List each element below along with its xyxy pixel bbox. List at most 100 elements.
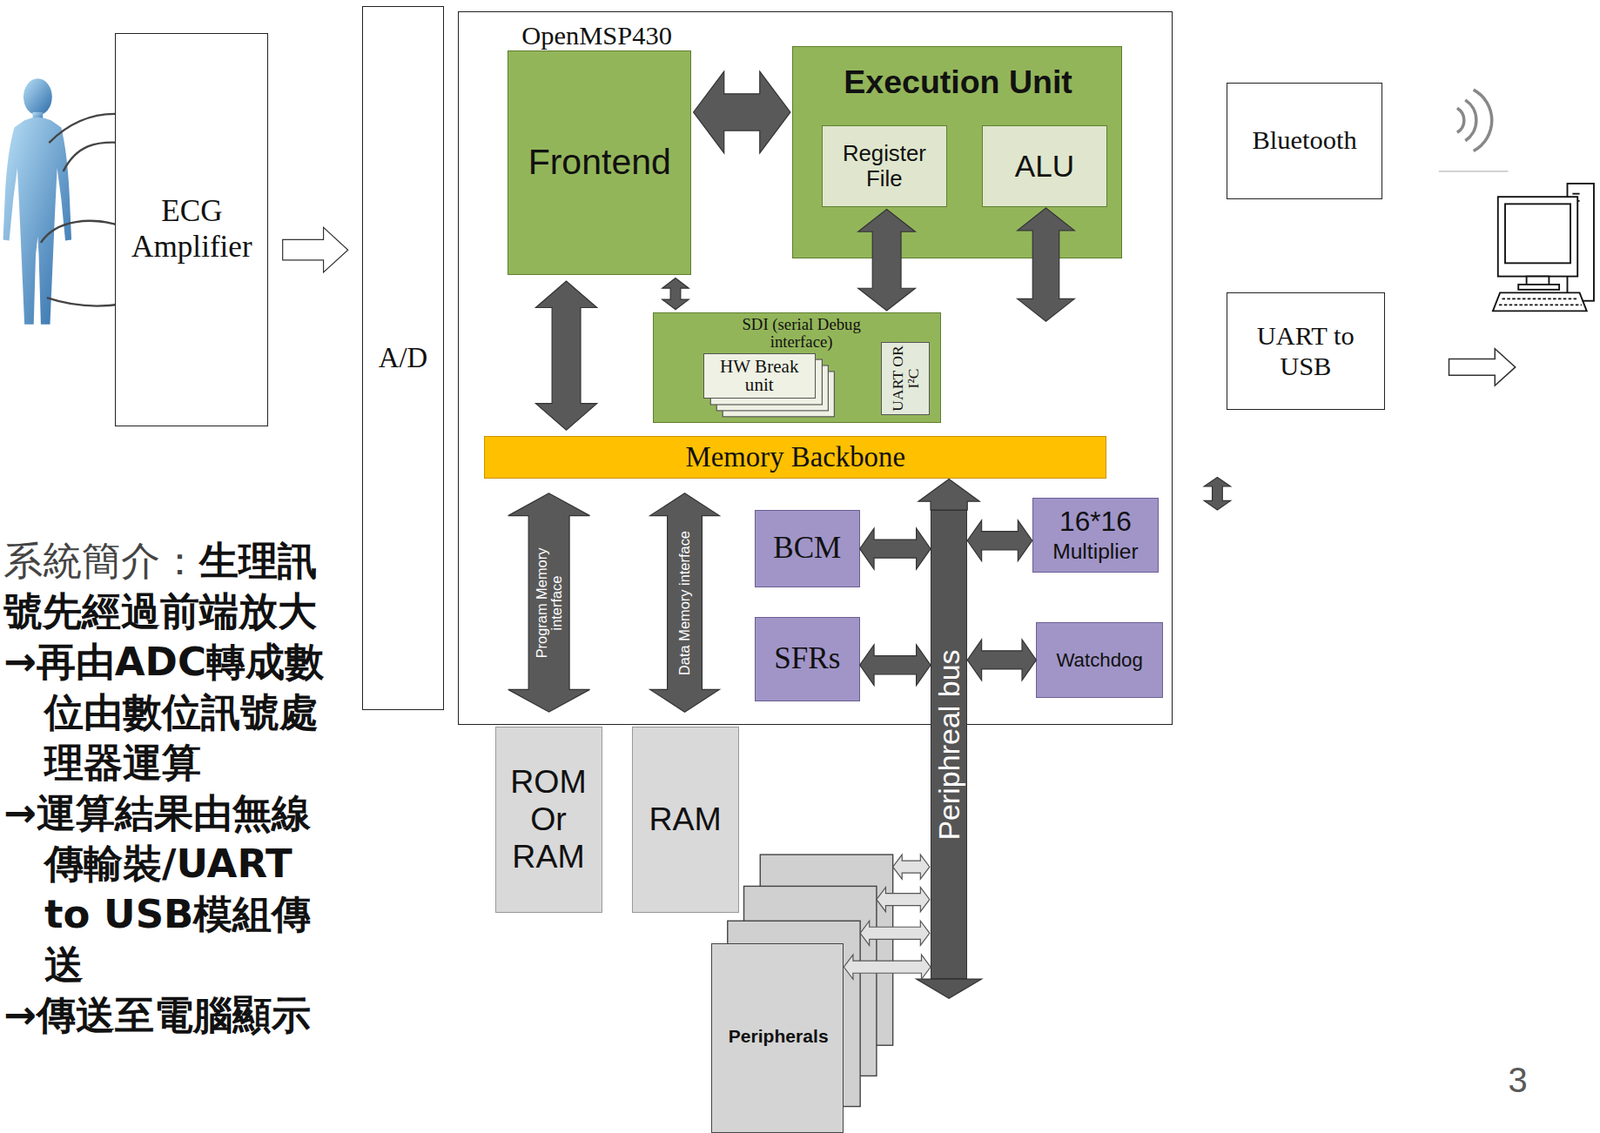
node-label: HW Break unit bbox=[704, 357, 815, 395]
register-file-block: Register File bbox=[821, 125, 948, 208]
node-label: SFRs bbox=[755, 641, 860, 677]
text-anchor: SDI (serial Debug interface) bbox=[719, 315, 884, 352]
node-label: Execution Unit bbox=[793, 63, 1123, 101]
output-arrow bbox=[1449, 349, 1516, 386]
signal-arrow bbox=[282, 227, 349, 273]
bus-arrow bbox=[535, 281, 597, 431]
wireless-icon bbox=[1457, 89, 1493, 151]
text-anchor: OpenMSP430 bbox=[510, 22, 684, 49]
wireless-wave bbox=[1457, 107, 1465, 133]
bluetooth-box: Bluetooth bbox=[1226, 82, 1383, 200]
node-label: OpenMSP430 bbox=[510, 22, 684, 49]
alu-bus-arrow bbox=[1017, 208, 1076, 322]
bcm-block: BCM bbox=[754, 510, 861, 588]
node-label: RAM bbox=[632, 800, 739, 839]
program-memory-block: ROM Or RAM bbox=[495, 726, 603, 915]
keyboard-keys bbox=[1501, 297, 1579, 300]
intro-heading: 系統簡介： bbox=[3, 537, 200, 585]
node-label: Bluetooth bbox=[1227, 125, 1382, 156]
text-anchor: Peripherals bbox=[712, 1026, 845, 1048]
debug-interface-block: SDI (serial Debug interface) HW Break uni… bbox=[652, 312, 942, 424]
node-label: UART OR I²C bbox=[888, 344, 922, 412]
sfr-block: SFRs bbox=[754, 617, 861, 702]
node-label: Periphreal bus bbox=[934, 591, 964, 899]
monitor-base bbox=[1518, 284, 1560, 290]
peripheral-arrow bbox=[843, 954, 931, 980]
node-label: A/D bbox=[363, 342, 444, 376]
computer-keyboard bbox=[1492, 292, 1587, 311]
memory-interface-arrow bbox=[508, 493, 591, 713]
peripherals-card: Peripherals bbox=[711, 943, 844, 1133]
node-label: Multiplier bbox=[1033, 538, 1158, 565]
frontend-block: Frontend bbox=[507, 50, 692, 276]
bus-arrow bbox=[858, 208, 916, 311]
node-label: BCM bbox=[755, 531, 860, 566]
bus-arrow-symbol bbox=[1203, 477, 1231, 511]
amplifier-box: ECG Amplifier bbox=[114, 33, 269, 427]
node-label: Memory Backbone bbox=[484, 441, 1106, 475]
tower-slot bbox=[1572, 193, 1580, 195]
memory-backbone-band: Memory Backbone bbox=[484, 436, 1107, 479]
peripheral-arrow bbox=[860, 921, 930, 946]
computer-monitor bbox=[1498, 196, 1578, 276]
interface-label: Data Memory interface bbox=[677, 505, 693, 700]
node-label: Frontend bbox=[508, 141, 691, 183]
wireless-baseline bbox=[1438, 170, 1509, 173]
computer-icon bbox=[1492, 183, 1594, 311]
peripheral-arrow bbox=[876, 887, 930, 913]
processor-frame: OpenMSP430Frontend Execution UnitRegister… bbox=[457, 11, 1173, 727]
page-number-anchor: 3 bbox=[1508, 1061, 1528, 1102]
node-label: 16*16 bbox=[1033, 505, 1158, 539]
text-anchor: Execution Unit bbox=[793, 63, 1123, 101]
multiplier-block: 16*16Multiplier bbox=[1032, 497, 1159, 574]
peripheral-bus-bar: Periphreal bus bbox=[930, 510, 968, 980]
node-label: Watchdog bbox=[1036, 649, 1162, 673]
execution-unit-block: Execution UnitRegister File ALU bbox=[792, 46, 1123, 259]
bus-arrow bbox=[918, 478, 980, 511]
bus-arrow bbox=[693, 71, 791, 154]
monitor-stand bbox=[1526, 276, 1550, 285]
uart-usb-box: UART to USB bbox=[1226, 292, 1385, 411]
node-label: ALU bbox=[982, 148, 1107, 184]
node-label: Peripherals bbox=[712, 1026, 845, 1048]
hw-break-card: HW Break unit bbox=[703, 353, 816, 400]
interface-label: Program Memory interface bbox=[533, 526, 564, 680]
page-number: 3 bbox=[1508, 1061, 1528, 1102]
wireless-wave bbox=[1473, 89, 1493, 151]
figure-body bbox=[3, 117, 73, 325]
memory-interface-arrow bbox=[650, 493, 720, 713]
electrode-wire bbox=[63, 142, 123, 172]
intro-text-block: 系統簡介：生理訊號先經過前端放大→再由ADC轉成數位由數位訊號處理器運算→運算結… bbox=[3, 536, 338, 1042]
watchdog-block: Watchdog bbox=[1035, 622, 1163, 700]
monitor-screen bbox=[1505, 203, 1571, 263]
peripheral-bus-arrows bbox=[860, 854, 930, 946]
node-label: ROM Or RAM bbox=[496, 763, 602, 876]
node-label: Register File bbox=[822, 141, 947, 193]
data-memory-block: RAM bbox=[631, 726, 740, 915]
intro-step: →傳送至電腦顯示 bbox=[3, 990, 338, 1042]
bus-end-arrowhead bbox=[916, 979, 982, 999]
uart-i2c-block: UART OR I²C bbox=[880, 342, 930, 416]
node-label: ECG Amplifier bbox=[115, 194, 268, 265]
electrode-wire bbox=[48, 114, 122, 143]
bus-arrow bbox=[662, 277, 689, 310]
intro-step: →運算結果由無線傳輸裝/UART to USB模組傳送 bbox=[3, 788, 338, 991]
peripheral-arrow bbox=[893, 854, 930, 880]
wireless-wave bbox=[1465, 100, 1477, 142]
electrode-wire bbox=[47, 297, 123, 306]
intro-paragraph: 系統簡介：生理訊號先經過前端放大 bbox=[3, 536, 338, 638]
adc-box: A/D bbox=[362, 6, 444, 711]
keyboard-keys bbox=[1499, 303, 1582, 306]
electrode-wire bbox=[40, 221, 123, 243]
bus-arrow bbox=[860, 645, 931, 686]
alu-block: ALU bbox=[981, 125, 1108, 208]
figure-head bbox=[23, 78, 53, 115]
node-label: UART to USB bbox=[1227, 321, 1385, 383]
bus-arrow bbox=[860, 528, 931, 570]
human-figure bbox=[3, 78, 73, 324]
intro-step: →再由ADC轉成數位由數位訊號處理器運算 bbox=[3, 637, 338, 789]
node-label: SDI (serial Debug interface) bbox=[719, 315, 884, 352]
electrode-wires bbox=[40, 114, 123, 307]
bus-arrow bbox=[967, 520, 1033, 562]
bus-arrow bbox=[967, 639, 1036, 681]
